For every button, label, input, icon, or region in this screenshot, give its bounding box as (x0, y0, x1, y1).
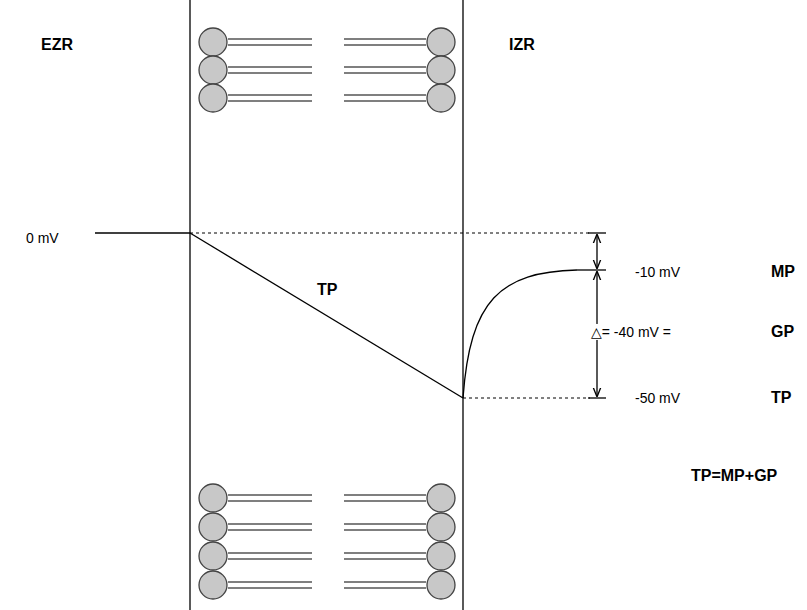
potential-value: -10 mV (634, 264, 681, 280)
membrane-border (189, 0, 190, 610)
zero-line (95, 232, 190, 233)
potential-value: -50 mV (634, 390, 681, 406)
membrane-border (462, 0, 463, 610)
dashed-guide (190, 233, 590, 234)
region-name: IZR (508, 36, 536, 54)
lipid-layer (199, 484, 455, 599)
formula: TP=MP+GP (690, 467, 778, 485)
tick (588, 232, 606, 233)
potential-name: TP (770, 389, 792, 407)
potential-slope (190, 233, 463, 398)
region-name: EZR (40, 36, 74, 54)
potential-name: MP (770, 263, 796, 281)
potential-name: GP (770, 323, 795, 341)
potential-value: 0 mV (25, 230, 60, 246)
lipid-layer (199, 28, 455, 112)
dimension-arrow (596, 235, 597, 268)
potential-curve (463, 270, 577, 398)
difference-value: △= -40 mV = (590, 324, 672, 340)
dashed-guide (463, 398, 590, 399)
potential-name: TP (316, 281, 338, 299)
tick (588, 397, 606, 398)
tick (577, 269, 606, 270)
